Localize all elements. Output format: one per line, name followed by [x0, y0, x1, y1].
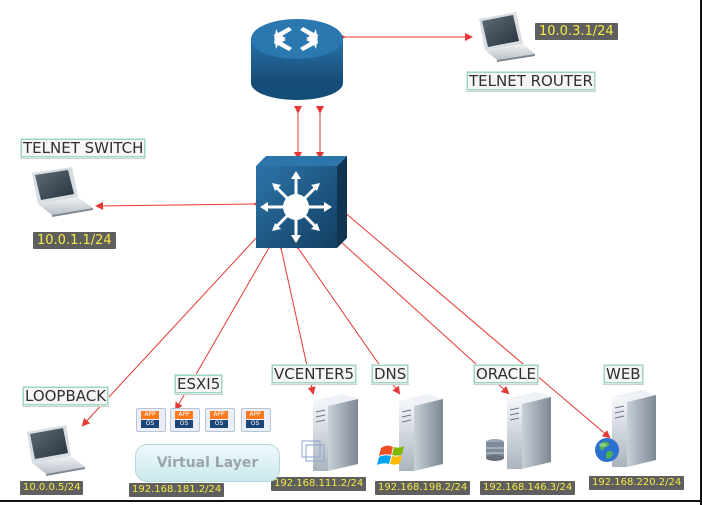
- vm-box-2-app-label: APP: [175, 411, 193, 419]
- windows-logo-icon: [377, 445, 404, 465]
- esxi5-label: ESXI5: [174, 374, 224, 394]
- link-switch-web: [335, 204, 611, 439]
- vm-box-1-app-label: APP: [141, 411, 159, 419]
- telnet-router-ip: 10.0.3.1/24: [535, 23, 618, 40]
- loopback-ip: 10.0.0.5/24: [20, 481, 84, 495]
- vm-box-4-app-label: APP: [246, 411, 264, 419]
- esxi5-ip: 192.168.181.2/24: [129, 483, 225, 497]
- telnet-router-laptop-icon: [479, 12, 535, 62]
- dns-ip: 192.168.198.2/24: [375, 481, 471, 495]
- web-ip: 192.168.220.2/24: [589, 476, 685, 490]
- vcenter5-server-icon: [301, 394, 358, 471]
- web-server-icon: [595, 390, 656, 467]
- oracle-label: ORACLE: [473, 364, 539, 384]
- dns-label: DNS: [371, 364, 410, 384]
- vcenter5-label: VCENTER5: [271, 364, 358, 384]
- telnet-router-label: TELNET ROUTER: [466, 71, 596, 91]
- telnet-switch-laptop-icon: [32, 167, 93, 217]
- oracle-ip: 192.168.146.3/24: [480, 481, 576, 495]
- router-icon: [251, 19, 343, 100]
- vm-box-4-os-label: OS: [246, 420, 264, 428]
- vcenter5-ip: 192.168.111.2/24: [271, 477, 367, 491]
- vm-box-2: APP OS: [170, 408, 200, 432]
- web-label: WEB: [603, 364, 644, 384]
- vm-box-3-os-label: OS: [210, 420, 228, 428]
- vm-box-1-os-label: OS: [141, 420, 159, 428]
- vm-box-1: APP OS: [136, 408, 166, 432]
- vm-box-3: APP OS: [205, 408, 235, 432]
- vm-box-4: APP OS: [241, 408, 271, 432]
- database-icon: [486, 439, 504, 461]
- bottom-border: [0, 500, 702, 502]
- link-switch-loopback: [81, 228, 266, 427]
- dns-server-icon: [377, 394, 443, 471]
- telnet-switch-ip: 10.0.1.1/24: [33, 232, 116, 249]
- vm-box-3-app-label: APP: [210, 411, 228, 419]
- oracle-server-icon: [486, 392, 551, 469]
- link-switch-telnet-switch: [95, 199, 262, 210]
- switch-icon: [256, 156, 347, 248]
- vm-box-2-os-label: OS: [175, 420, 193, 428]
- loopback-label: LOOPBACK: [22, 386, 110, 406]
- globe-icon: [595, 438, 619, 462]
- virtual-layer-icon: Virtual Layer: [135, 444, 280, 482]
- telnet-switch-label: TELNET SWITCH: [20, 138, 147, 158]
- right-border: [700, 0, 702, 505]
- loopback-laptop-icon: [27, 425, 85, 476]
